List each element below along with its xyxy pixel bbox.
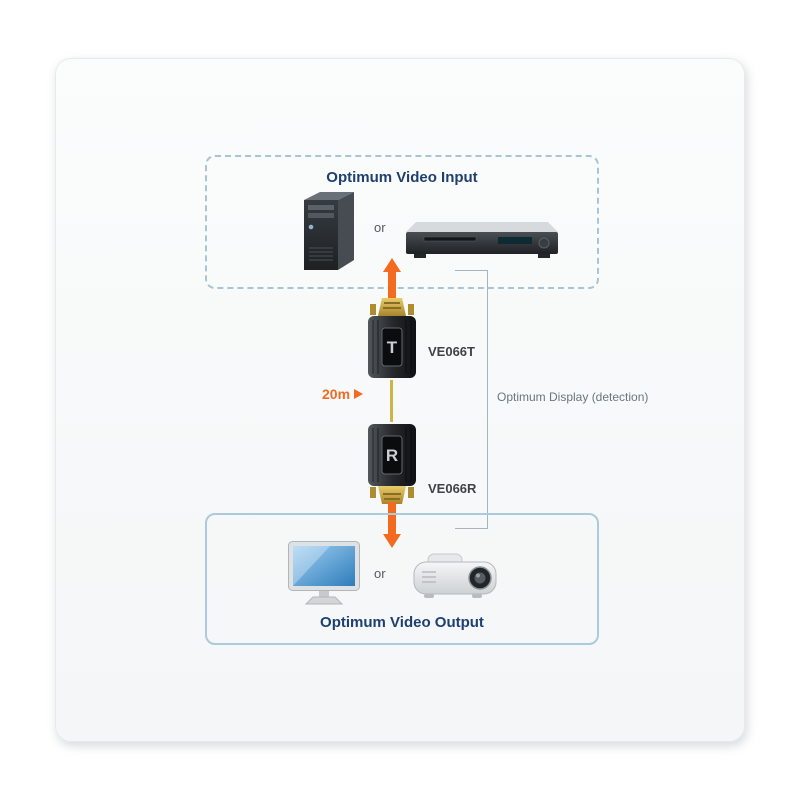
distance-arrow-icon <box>354 389 364 399</box>
transmitter-label: VE066T <box>428 344 475 359</box>
dvd-player-icon <box>406 220 558 260</box>
output-box-title: Optimum Video Output <box>320 614 484 631</box>
output-box: Optimum Video Output <box>205 513 599 645</box>
transmitter-marking: T <box>387 338 398 357</box>
monitor-icon <box>288 541 360 607</box>
diagram-panel <box>55 58 745 742</box>
dvi-receiver-icon: R <box>362 420 422 506</box>
receiver-marking: R <box>386 446 398 465</box>
up-arrow <box>383 258 401 310</box>
input-or-label: or <box>374 220 386 235</box>
computer-tower-icon <box>298 190 360 274</box>
extension-cable-line <box>390 380 393 422</box>
projector-icon <box>412 548 504 604</box>
distance-text: 20m <box>322 386 351 402</box>
output-or-label: or <box>374 566 386 581</box>
down-arrow <box>383 502 401 548</box>
dvi-transmitter-icon: T <box>362 296 422 382</box>
detection-bracket <box>455 270 488 529</box>
input-box-title: Optimum Video Input <box>326 169 478 186</box>
input-box: Optimum Video Input <box>205 155 599 289</box>
receiver-label: VE066R <box>428 481 477 496</box>
distance-label: 20m <box>322 386 364 402</box>
detection-label: Optimum Display (detection) <box>497 390 649 404</box>
